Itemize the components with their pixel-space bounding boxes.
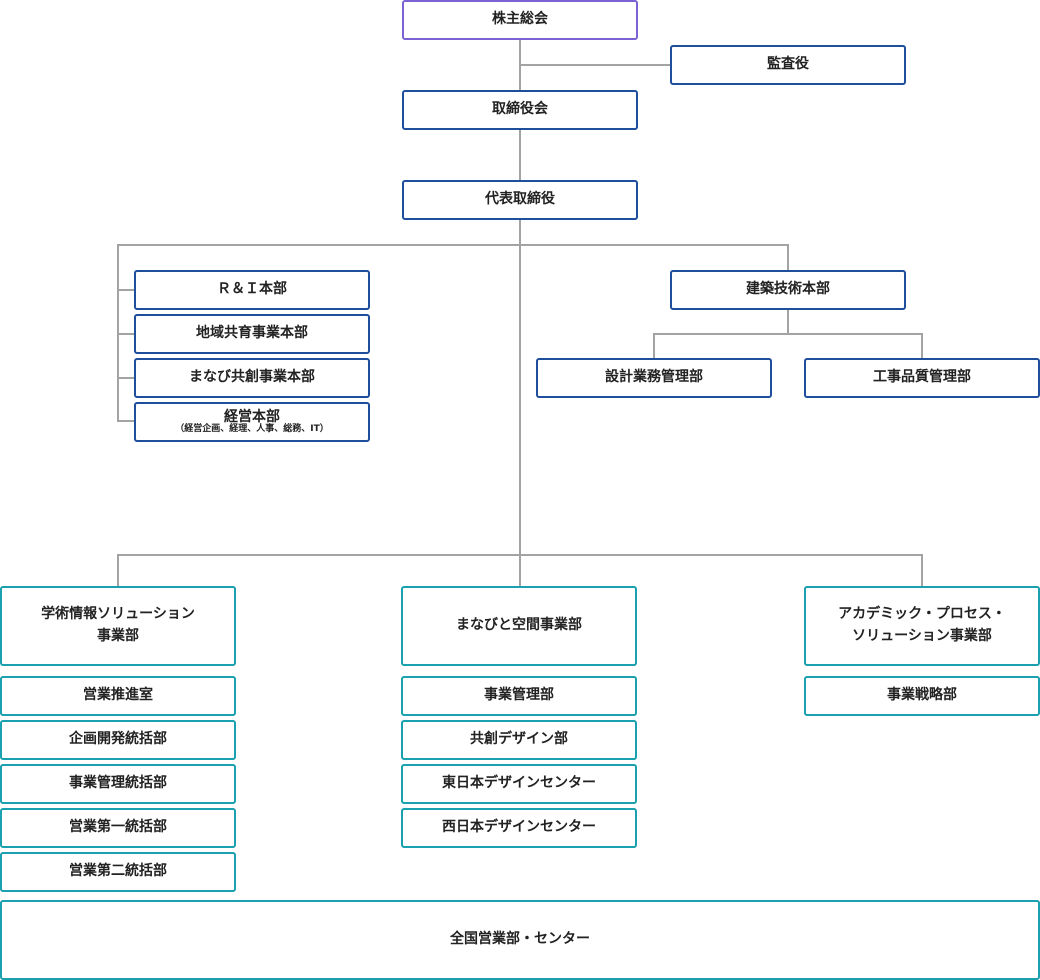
academic-info-item-label: 営業推進室: [83, 687, 153, 704]
connector-line: [519, 129, 521, 181]
connector-line: [787, 244, 789, 271]
academic-info-item-box: 事業管理統括部: [0, 764, 236, 804]
board-label: 取締役会: [492, 101, 548, 118]
manabi-space-item-box: 西日本デザインセンター: [401, 808, 637, 848]
regional-division-box: 地域共育事業本部: [134, 314, 370, 354]
connector-line: [520, 64, 670, 66]
connector-line: [921, 333, 923, 359]
connector-line: [653, 333, 655, 359]
management-division-label: 経営本部: [224, 409, 280, 425]
auditor-box: 監査役: [670, 45, 906, 85]
board-box: 取締役会: [402, 90, 638, 130]
academic-process-item-box: 事業戦略部: [804, 676, 1040, 716]
auditor-label: 監査役: [767, 56, 809, 73]
national-sales-box: 全国営業部・センター: [0, 900, 1040, 980]
connector-line: [117, 244, 119, 421]
manabi-space-item-label: 共創デザイン部: [470, 731, 568, 748]
academic-info-item-box: 企画開発統括部: [0, 720, 236, 760]
management-division-sublabel: （経営企画、経理、人事、総務、IT）: [175, 424, 329, 435]
manabi-space-division-box: まなびと空間事業部: [401, 586, 637, 666]
connector-line: [117, 554, 923, 556]
academic-info-item-label: 事業管理統括部: [69, 775, 167, 792]
design-management-box: 設計業務管理部: [536, 358, 772, 398]
architecture-division-label: 建築技術本部: [746, 281, 830, 298]
academic-process-item-label: 事業戦略部: [887, 687, 957, 704]
manabi-space-item-box: 事業管理部: [401, 676, 637, 716]
connector-line: [117, 554, 119, 587]
connector-line: [653, 333, 923, 335]
academic-info-item-label: 営業第二統括部: [69, 863, 167, 880]
connector-line: [117, 244, 789, 246]
president-box: 代表取締役: [402, 180, 638, 220]
manabi-space-item-label: 西日本デザインセンター: [442, 819, 596, 836]
construction-quality-label: 工事品質管理部: [873, 369, 971, 386]
connector-line: [117, 377, 135, 379]
academic-process-division-label-line1: アカデミック・プロセス・: [838, 606, 1006, 623]
connector-line: [787, 309, 789, 334]
manabi-space-item-label: 事業管理部: [484, 687, 554, 704]
academic-process-division-box: アカデミック・プロセス・ ソリューション事業部: [804, 586, 1040, 666]
connector-line: [519, 219, 521, 587]
manabi-space-division-label: まなびと空間事業部: [456, 617, 582, 634]
academic-info-division-label-line2: 事業部: [97, 628, 139, 644]
manabi-space-item-box: 共創デザイン部: [401, 720, 637, 760]
academic-info-item-box: 営業第二統括部: [0, 852, 236, 892]
design-management-label: 設計業務管理部: [605, 369, 703, 386]
manabi-space-item-label: 東日本デザインセンター: [442, 775, 596, 792]
academic-process-division-label-line2: ソリューション事業部: [852, 628, 992, 644]
connector-line: [117, 289, 135, 291]
connector-line: [921, 554, 923, 587]
academic-info-item-box: 営業第一統括部: [0, 808, 236, 848]
connector-line: [117, 420, 135, 422]
management-division-box: 経営本部 （経営企画、経理、人事、総務、IT）: [134, 402, 370, 442]
academic-info-item-box: 営業推進室: [0, 676, 236, 716]
national-sales-label: 全国営業部・センター: [450, 931, 590, 948]
ri-division-box: Ｒ＆Ｉ本部: [134, 270, 370, 310]
connector-line: [117, 333, 135, 335]
president-label: 代表取締役: [485, 191, 555, 208]
construction-quality-box: 工事品質管理部: [804, 358, 1040, 398]
regional-division-label: 地域共育事業本部: [196, 325, 308, 342]
ri-division-label: Ｒ＆Ｉ本部: [217, 281, 287, 298]
academic-info-division-label-line1: 学術情報ソリューション: [41, 606, 195, 623]
manabi-kyoso-division-label: まなび共創事業本部: [189, 369, 315, 386]
academic-info-item-label: 営業第一統括部: [69, 819, 167, 836]
shareholders-meeting-box: 株主総会: [402, 0, 638, 40]
academic-info-division-box: 学術情報ソリューション 事業部: [0, 586, 236, 666]
manabi-space-item-box: 東日本デザインセンター: [401, 764, 637, 804]
academic-info-item-label: 企画開発統括部: [69, 731, 167, 748]
shareholders-meeting-label: 株主総会: [492, 11, 548, 28]
architecture-division-box: 建築技術本部: [670, 270, 906, 310]
manabi-kyoso-division-box: まなび共創事業本部: [134, 358, 370, 398]
